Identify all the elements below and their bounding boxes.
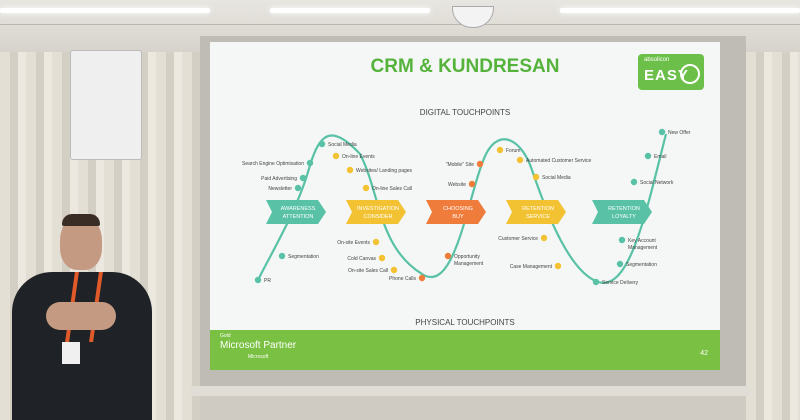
- touchpoint-dot: [306, 159, 314, 167]
- stage-label: AWARENESS: [281, 206, 316, 212]
- touchpoint-dot: [299, 174, 307, 182]
- touchpoint-label: On-site Events: [337, 240, 370, 246]
- touchpoint-dot: [362, 184, 370, 192]
- ceiling-light: [560, 8, 800, 13]
- touchpoint-dot: [618, 236, 626, 244]
- ceiling-light: [270, 8, 430, 13]
- stage-label: CONSIDER: [363, 214, 392, 220]
- touchpoint-dot: [444, 252, 452, 260]
- microsoft-partner-label: Microsoft Partner: [220, 340, 297, 351]
- ceiling-seam: [0, 24, 800, 25]
- stage-arrow: CHOOSING BUY: [426, 200, 486, 224]
- stage-arrow: RETENTION LOYALTY: [592, 200, 652, 224]
- touchpoint-dot: [476, 160, 484, 168]
- touchpoint-dot: [278, 252, 286, 260]
- logo-subtext: absolicon: [644, 57, 670, 63]
- touchpoint-label: Social Media: [542, 175, 571, 181]
- presenter-hair: [62, 214, 100, 226]
- touchpoint-label: Paid Advertising: [261, 176, 297, 182]
- touchpoint-dot: [540, 234, 548, 242]
- touchpoint-label: Segmentation: [288, 254, 319, 260]
- logo-swoosh-icon: [680, 64, 700, 84]
- touchpoint-label: Management: [628, 245, 658, 251]
- presenter-name-badge: [62, 342, 80, 364]
- touchpoint-label: Case Management: [510, 264, 553, 270]
- slide-page-number: 42: [700, 350, 708, 357]
- stage-arrow: INVESTIGATION CONSIDER: [346, 200, 406, 224]
- stage-arrow: AWARENESS ATTENTION: [266, 200, 326, 224]
- stage-label: RETENTION: [608, 206, 640, 212]
- touchpoint-label: On-line Events: [342, 154, 375, 160]
- partner-tier: Gold: [220, 333, 231, 339]
- presentation-slide: CRM & KUNDRESAN absolicon EASY DIGITAL T…: [210, 42, 720, 370]
- physical-touchpoints-label: PHYSICAL TOUCHPOINTS: [415, 318, 515, 327]
- touchpoint-dot: [532, 173, 540, 181]
- touchpoint-label: Website: [448, 182, 466, 188]
- touchpoint-dot: [496, 146, 504, 154]
- stage-label: SERVICE: [526, 214, 550, 220]
- stage-label: RETENTION: [522, 206, 554, 212]
- slide-footer: Gold Microsoft Partner Microsoft 42: [210, 330, 720, 370]
- touchpoint-label: Phone Calls: [389, 276, 416, 282]
- touchpoint-label: Forum: [506, 148, 520, 154]
- stage-label: ATTENTION: [283, 214, 314, 220]
- stage-arrow: RETENTION SERVICE: [506, 200, 566, 224]
- touchpoint-dot: [592, 278, 600, 286]
- touchpoint-label: On-line Sales Call: [372, 186, 412, 192]
- touchpoint-label: Email: [654, 154, 667, 160]
- screen-bottom-bar: [190, 386, 750, 396]
- touchpoint-dot: [658, 128, 666, 136]
- touchpoint-label: On-site Sales Call: [348, 268, 388, 274]
- microsoft-logo-text: Microsoft: [248, 354, 269, 360]
- touchpoint-label: Search Engine Optimisation: [242, 161, 304, 167]
- touchpoint-dot: [468, 180, 476, 188]
- ceiling-light: [0, 8, 210, 13]
- touchpoint-label: Websites/ Landing pages: [356, 168, 413, 174]
- digital-touchpoints-label: DIGITAL TOUCHPOINTS: [419, 108, 511, 117]
- touchpoint-label: New Offer: [668, 130, 691, 136]
- customer-journey-diagram: AWARENESS ATTENTION INVESTIGATION CONSIDER C…: [242, 128, 691, 286]
- logo-text: EASY: [644, 67, 689, 84]
- stage-label: LOYALTY: [612, 214, 636, 220]
- presenter-hands: [46, 302, 116, 330]
- touchpoint-label: Segmentation: [626, 262, 657, 268]
- touchpoint-dot: [294, 184, 302, 192]
- touchpoint-dot: [390, 266, 398, 274]
- stage-label: BUY: [452, 214, 464, 220]
- touchpoint-dot: [378, 254, 386, 262]
- touchpoint-dot: [418, 274, 426, 282]
- touchpoint-label: Management: [454, 261, 484, 267]
- touchpoint-label: Service Delivery: [602, 280, 639, 286]
- touchpoint-label: Opportunity: [454, 254, 480, 260]
- touchpoint-dot: [554, 262, 562, 270]
- slide-title: CRM & KUNDRESAN: [370, 56, 560, 77]
- touchpoint-dot: [616, 260, 624, 268]
- stage-label: INVESTIGATION: [357, 206, 399, 212]
- touchpoint-label: Cold Canvas: [347, 256, 376, 262]
- touchpoint-dot: [346, 166, 354, 174]
- touchpoint-label: Key Account: [628, 238, 656, 244]
- easy-logo: absolicon EASY: [638, 54, 704, 90]
- right-curtain: [746, 52, 800, 420]
- touchpoint-label: Social Network: [640, 180, 674, 186]
- touchpoint-dot: [332, 152, 340, 160]
- touchpoint-label: Customer Service: [498, 236, 538, 242]
- touchpoint-dot: [630, 178, 638, 186]
- stage-label: CHOOSING: [443, 206, 473, 212]
- touchpoint-label: "Mobile" Site: [446, 162, 475, 168]
- touchpoint-dot: [318, 140, 326, 148]
- wall-speaker: [70, 50, 142, 160]
- touchpoint-label: Social Media: [328, 142, 357, 148]
- touchpoint-dot: [372, 238, 380, 246]
- touchpoint-dot: [254, 276, 262, 284]
- presenter-body: [12, 272, 152, 420]
- touchpoint-dot: [644, 152, 652, 160]
- touchpoint-label: PR: [264, 278, 271, 284]
- touchpoint-dot: [516, 156, 524, 164]
- touchpoint-label: Newsletter: [268, 186, 292, 192]
- touchpoint-label: Automated Customer Service: [526, 158, 592, 164]
